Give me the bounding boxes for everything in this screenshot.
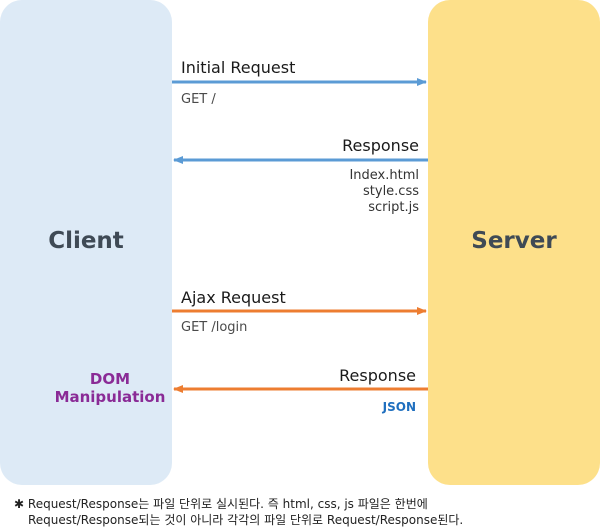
footnote-line1: ✱ Request/Response는 파일 단위로 실시된다. 즉 html,… — [14, 496, 463, 512]
footnote-line2: Request/Response되는 것이 아니라 각각의 파일 단위로 Req… — [28, 513, 464, 527]
response1-files: Index.html style.css script.js — [300, 168, 419, 216]
footnote: ✱ Request/Response는 파일 단위로 실시된다. 즉 html,… — [14, 496, 463, 528]
ajax-request-label: Ajax Request — [181, 288, 286, 307]
dom-line1: DOM — [89, 370, 131, 388]
initial-request-label: Initial Request — [181, 58, 296, 77]
dom-line2: Manipulation — [54, 388, 166, 406]
response1-label: Response — [342, 136, 419, 155]
server-title: Server — [471, 228, 557, 254]
file-script-js: script.js — [368, 200, 419, 215]
client-title: Client — [48, 228, 124, 254]
dom-manipulation-label: DOM Manipulation — [40, 370, 180, 406]
file-style-css: style.css — [363, 184, 419, 199]
ajax-request-detail: GET /login — [181, 320, 248, 335]
response2-label: Response — [339, 366, 416, 385]
file-index-html: Index.html — [349, 168, 419, 183]
json-label: JSON — [382, 400, 416, 414]
footnote-star-icon: ✱ — [14, 497, 25, 511]
footnote-line1-text: Request/Response는 파일 단위로 실시된다. 즉 html, c… — [27, 497, 428, 511]
client-panel: Client — [0, 0, 172, 485]
server-panel: Server — [428, 0, 600, 485]
initial-request-detail: GET / — [181, 92, 216, 107]
